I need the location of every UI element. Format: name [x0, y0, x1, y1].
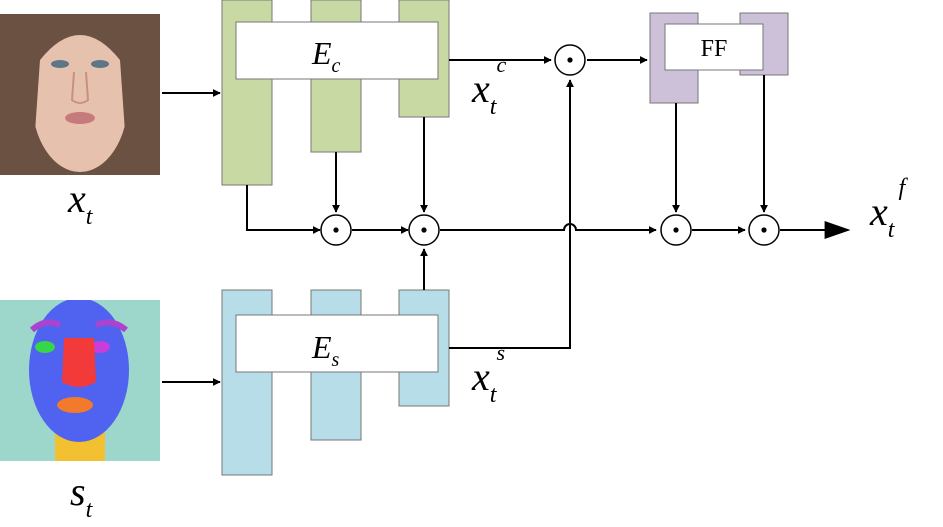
product-operator-2	[408, 214, 440, 246]
fusion-label-box	[664, 23, 764, 71]
output-feature-label: xtf	[869, 175, 908, 243]
arrow-op2-to-op4	[440, 223, 657, 234]
content-encoder-label-box	[235, 21, 439, 80]
face-photo-lips	[65, 112, 95, 124]
seg-left-brow	[29, 319, 62, 333]
product-operator-4	[660, 214, 692, 246]
face-photo-image	[0, 14, 160, 175]
fusion-label: FF	[701, 36, 728, 62]
face-photo-right-eye	[91, 60, 109, 68]
face-photo-nose	[70, 71, 90, 104]
seg-right-brow	[94, 319, 128, 333]
style-encoder-label-box	[235, 314, 439, 373]
content-encoder: Ec	[221, 0, 450, 186]
product-operator-5	[748, 214, 780, 246]
arrow-encoder-layer1-to-op1	[246, 185, 321, 234]
seg-nose	[62, 338, 96, 387]
content-feature-label: xtc	[471, 52, 506, 120]
segmentation-map-image	[0, 300, 160, 461]
segmentation-input-label: st	[70, 469, 94, 523]
product-operators	[320, 44, 780, 246]
arrow-style-feature-to-op3	[449, 79, 574, 349]
style-encoder: Es	[221, 289, 450, 476]
feature-fusion-block: FF	[649, 12, 789, 104]
seg-lips	[57, 397, 93, 413]
face-photo-left-eye	[51, 60, 69, 68]
product-operator-3	[554, 44, 586, 76]
content-encoder-label: Ec	[311, 35, 341, 77]
seg-right-eye	[90, 341, 110, 353]
product-operator-1	[320, 214, 352, 246]
face-photo-hair	[10, 20, 150, 175]
seg-left-eye	[35, 341, 55, 353]
style-feature-label: xts	[471, 340, 505, 408]
style-encoder-label: Es	[311, 329, 340, 371]
connections	[162, 56, 768, 386]
face-input-label: xt	[67, 176, 94, 230]
